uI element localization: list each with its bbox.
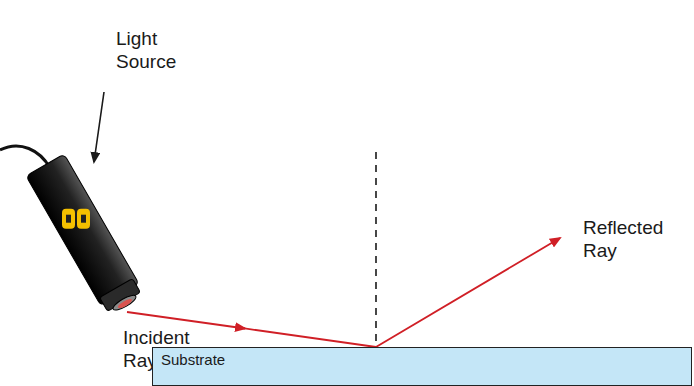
normal-line: [375, 152, 377, 346]
incident-ray: [127, 312, 245, 329]
incident-ray: [243, 328, 376, 347]
substrate-band: Substrate: [152, 347, 692, 386]
reflected-ray: [376, 238, 560, 347]
text-label: Reflected Ray: [583, 216, 683, 262]
node-text: Substrate: [161, 351, 683, 369]
light-source: [26, 154, 146, 317]
cable: [0, 146, 50, 168]
pointer-arrow: [94, 92, 104, 162]
text-label: Light Source: [116, 27, 186, 73]
